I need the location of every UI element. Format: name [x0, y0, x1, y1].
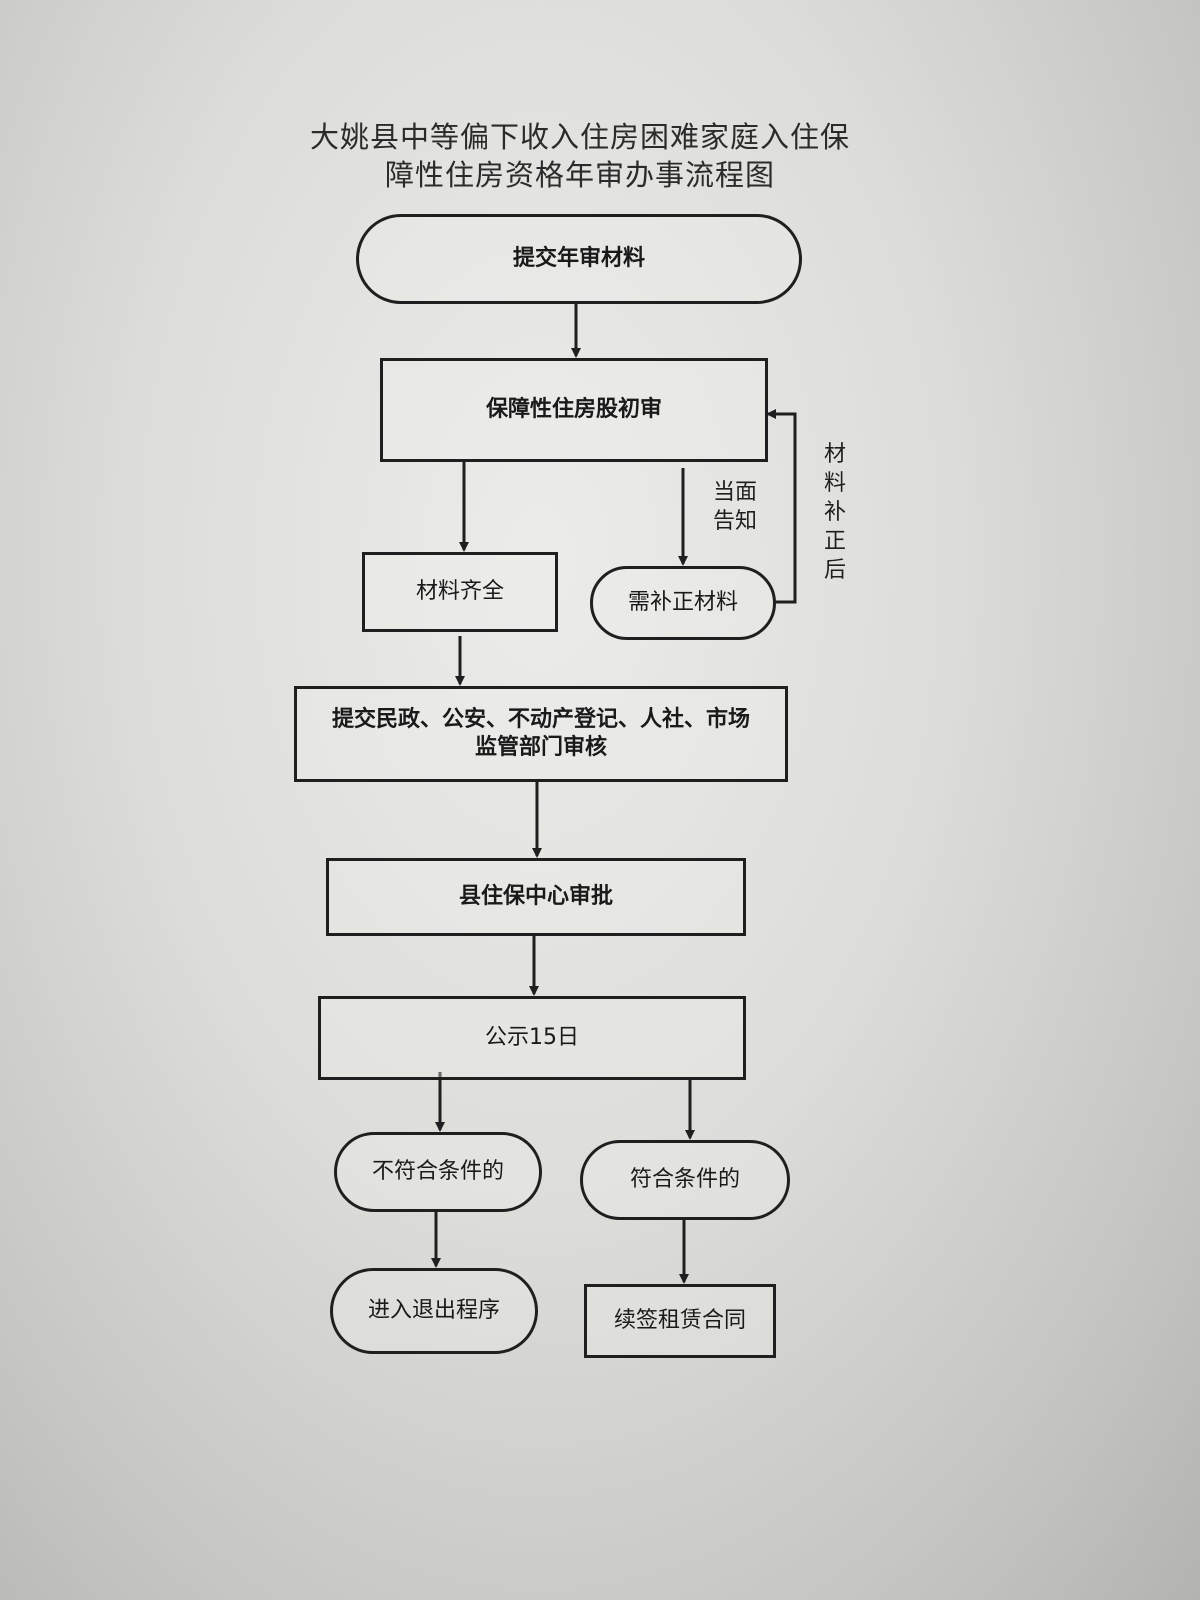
node-submit-materials: 提交年审材料: [356, 214, 802, 304]
label-after-correction: 材 料 补 正 后: [818, 440, 852, 585]
node-qualified-text: 符合条件的: [629, 1167, 740, 1192]
node-materials-complete: 材料齐全: [362, 552, 558, 632]
label-notify-line-2: 告知: [712, 509, 757, 534]
node-need-correction-text: 需补正材料: [627, 590, 738, 615]
label-after-correction-char-2: 料: [823, 471, 846, 496]
node-department-review-line-2: 监管部门审核: [474, 735, 607, 760]
label-after-correction-char-1: 材: [823, 442, 846, 467]
node-center-approval: 县住保中心审批: [326, 858, 746, 936]
node-submit-materials-text: 提交年审材料: [512, 246, 645, 271]
node-renew-lease: 续签租赁合同: [584, 1284, 776, 1358]
node-initial-review: 保障性住房股初审: [380, 358, 768, 462]
node-not-qualified-text: 不符合条件的: [371, 1159, 504, 1184]
title-line-2: 障性住房资格年审办事流程图: [384, 158, 775, 192]
label-after-correction-char-3: 补: [823, 500, 846, 525]
node-not-qualified: 不符合条件的: [334, 1132, 542, 1212]
arrow-correction-back-to-initial-review: [766, 409, 797, 604]
node-need-correction: 需补正材料: [590, 566, 776, 640]
node-exit-procedure: 进入退出程序: [330, 1268, 538, 1354]
node-exit-procedure-text: 进入退出程序: [367, 1298, 500, 1323]
label-after-correction-char-4: 正: [823, 529, 846, 554]
node-qualified: 符合条件的: [580, 1140, 790, 1220]
node-department-review-line-1: 提交民政、公安、不动产登记、人社、市场: [331, 707, 750, 732]
flowchart-title: 大姚县中等偏下收入住房困难家庭入住保 障性住房资格年审办事流程图: [300, 118, 860, 194]
node-public-notice: 公示15日: [318, 996, 746, 1080]
node-center-approval-text: 县住保中心审批: [458, 884, 613, 909]
title-line-1: 大姚县中等偏下收入住房困难家庭入住保: [309, 120, 850, 154]
node-renew-lease-text: 续签租赁合同: [613, 1308, 746, 1333]
node-department-review: 提交民政、公安、不动产登记、人社、市场 监管部门审核: [294, 686, 788, 782]
label-notify: 当面 告知: [700, 478, 770, 536]
label-after-correction-char-5: 后: [823, 558, 846, 583]
node-materials-complete-text: 材料齐全: [415, 579, 504, 604]
node-public-notice-text: 公示15日: [485, 1025, 579, 1050]
label-notify-line-1: 当面: [712, 480, 757, 505]
node-initial-review-text: 保障性住房股初审: [485, 397, 662, 422]
